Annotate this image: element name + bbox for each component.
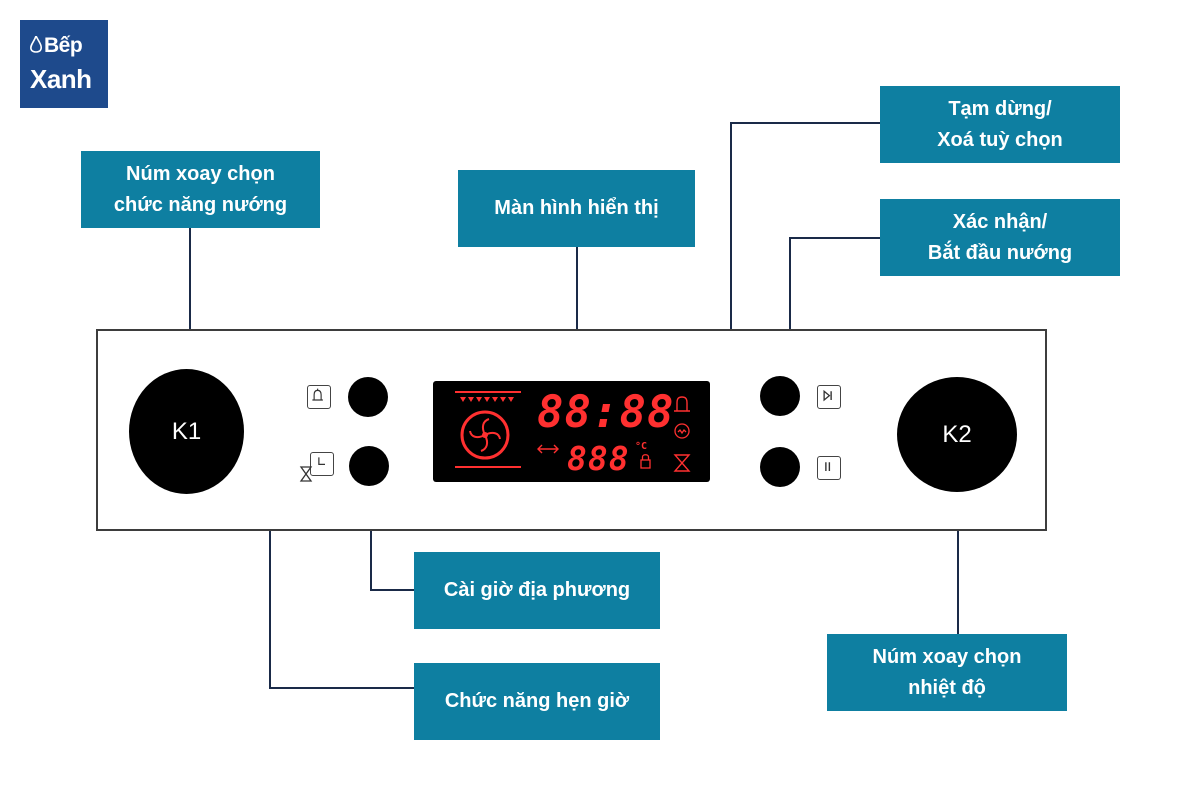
display-temp-unit: °C bbox=[635, 441, 648, 452]
display-time: 88:88 bbox=[537, 387, 675, 438]
bell-icon bbox=[307, 385, 331, 409]
logo-text-line1: Bếp bbox=[44, 34, 83, 57]
pause-clear-button[interactable] bbox=[760, 447, 800, 487]
double-arrow-icon bbox=[537, 444, 559, 454]
display-bell-icon bbox=[674, 396, 690, 412]
oven-display-screen: 88:88 888 °C bbox=[433, 381, 710, 482]
callout-k2-temperature-knob: Núm xoay chọn nhiệt độ bbox=[827, 634, 1067, 711]
knob-k2-label: K2 bbox=[942, 420, 972, 448]
callout-display-screen: Màn hình hiển thị bbox=[458, 170, 695, 247]
display-temperature: 888 bbox=[567, 439, 630, 478]
callout-confirm-start: Xác nhận/ Bắt đầu nướng bbox=[880, 199, 1120, 276]
brand-logo: Bếp Xanh bbox=[20, 20, 108, 108]
knob-k1-label: K1 bbox=[171, 417, 202, 445]
flame-drop-icon bbox=[30, 36, 42, 53]
display-graphics bbox=[455, 391, 691, 472]
lock-icon bbox=[640, 454, 651, 469]
callout-pause-clear: Tạm dừng/ Xoá tuỳ chọn bbox=[880, 86, 1120, 163]
knob-k1[interactable]: K1 bbox=[129, 369, 244, 494]
callout-local-time: Cài giờ địa phương bbox=[414, 552, 660, 629]
callout-timer-function: Chức năng hẹn giờ bbox=[414, 663, 660, 740]
knob-k2[interactable]: K2 bbox=[897, 377, 1017, 492]
bell-button[interactable] bbox=[348, 377, 388, 417]
hourglass-small-icon bbox=[299, 466, 313, 482]
hourglass-icon bbox=[673, 454, 691, 472]
play-pause-icon bbox=[817, 385, 841, 409]
clock-hourglass-icon bbox=[310, 452, 334, 476]
logo-text-line2: Xanh bbox=[30, 64, 92, 94]
confirm-start-button[interactable] bbox=[760, 376, 800, 416]
clock-button[interactable] bbox=[349, 446, 389, 486]
fan-icon bbox=[460, 410, 510, 460]
pause-icon bbox=[817, 456, 841, 480]
callout-k1-function-knob: Núm xoay chọn chức năng nướng bbox=[81, 151, 320, 228]
bulb-icon bbox=[674, 423, 690, 439]
